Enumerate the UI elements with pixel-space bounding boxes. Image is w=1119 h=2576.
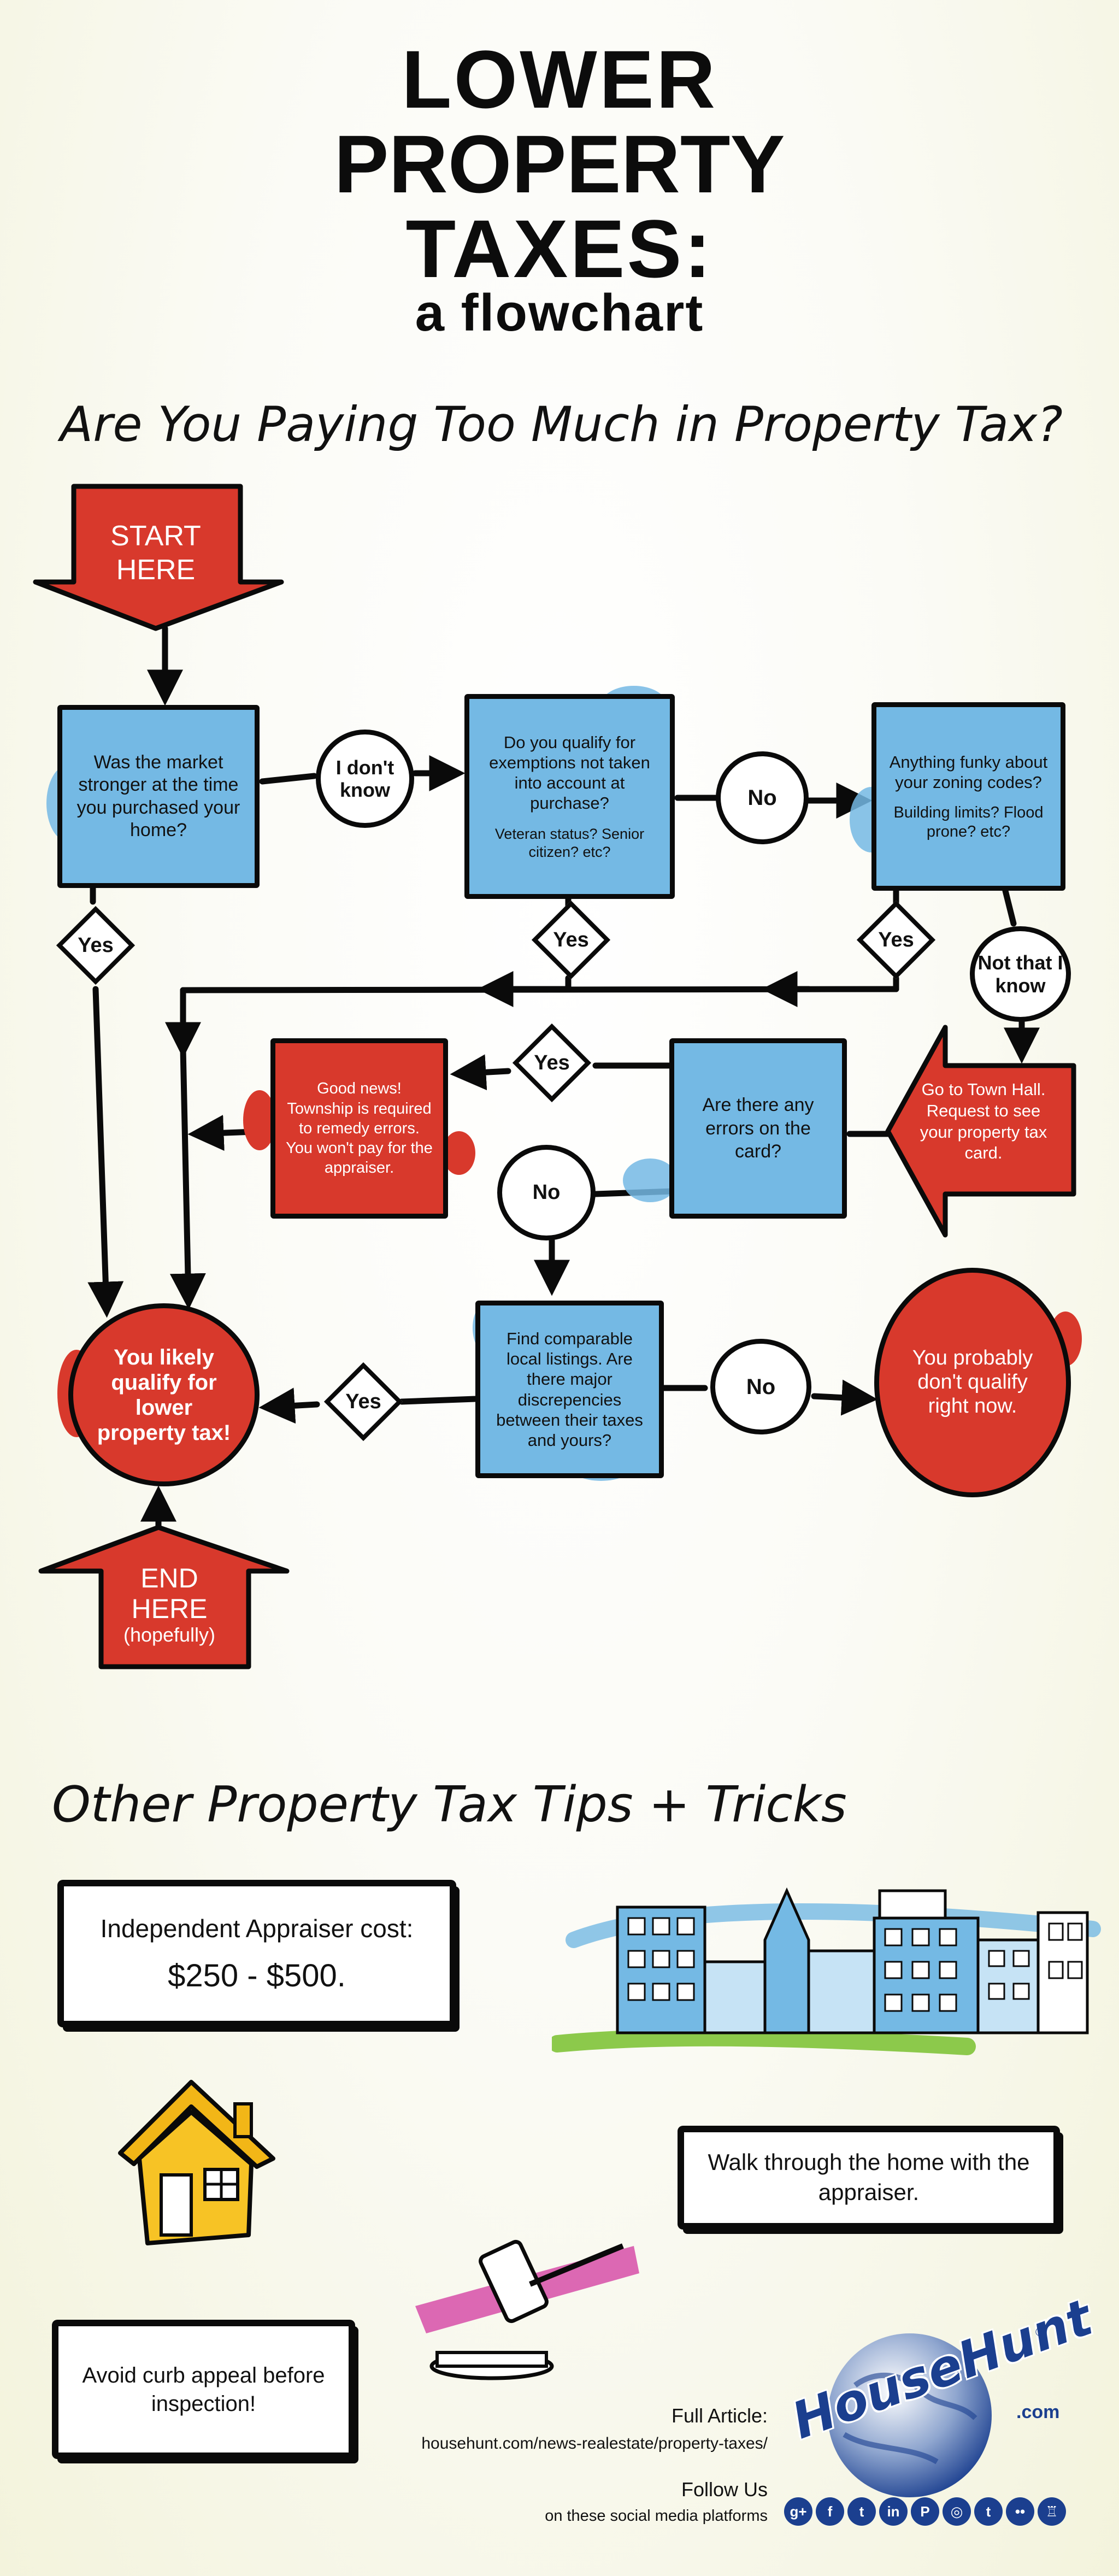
tip-curb-appeal: Avoid curb appeal before inspection! <box>52 2320 355 2459</box>
social-caption: on these social media platforms <box>545 2507 768 2525</box>
answer-no-exemptions: No <box>716 751 809 844</box>
flickr-icon[interactable]: •• <box>1006 2497 1034 2526</box>
end-label-line2: HERE <box>131 1593 208 1624</box>
outcome-likely-qualify: You likely qualify for lower property ta… <box>68 1303 260 1486</box>
end-arrow-shape <box>38 1525 290 1669</box>
answer-yes-comparable-text: Yes <box>345 1390 381 1413</box>
flowchart-heading: Are You Paying Too Much in Property Tax? <box>60 396 1063 452</box>
start-arrow-shape <box>33 484 284 631</box>
twitter-icon[interactable]: t <box>847 2497 876 2526</box>
registered-mark: ® <box>1035 2325 1045 2339</box>
question-errors-on-card: Are there any errors on the card? <box>669 1038 847 1219</box>
outcome-likely-qualify-text: You likely qualify for lower property ta… <box>97 1345 231 1445</box>
house-illustration <box>118 2080 275 2245</box>
answer-dont-know: I don't know <box>316 730 414 828</box>
town-hall-arrow-shape <box>885 1025 1076 1238</box>
title-line-1: LOWER <box>401 33 718 125</box>
outcome-good-news-text: Good news! Township is required to remed… <box>286 1080 433 1177</box>
linkedin-icon[interactable]: in <box>879 2497 908 2526</box>
answer-yes-market-text: Yes <box>78 933 114 957</box>
instagram-icon[interactable]: ◎ <box>943 2497 971 2526</box>
title-subtitle: a flowchart <box>415 284 704 342</box>
answer-yes-errors: Yes <box>512 1023 592 1103</box>
question-exemptions-note: Veteran status? Senior citizen? etc? <box>494 826 645 860</box>
follow-us-label: Follow Us <box>681 2478 768 2501</box>
househunt-globe-logo <box>828 2333 992 2497</box>
answer-no-comparable-text: No <box>746 1374 776 1399</box>
question-comparable-listings-text: Find comparable local listings. Are ther… <box>496 1328 643 1450</box>
full-article-url[interactable]: househunt.com/news-realestate/property-t… <box>421 2434 768 2453</box>
answer-no-comparable: No <box>710 1339 811 1434</box>
question-zoning-text: Anything funky about your zoning codes? <box>889 752 1048 792</box>
title-line-3: TAXES: <box>405 203 714 295</box>
foursquare-icon[interactable]: ♖ <box>1038 2497 1066 2526</box>
tip-appraiser-cost: Independent Appraiser cost: $250 - $500. <box>57 1880 456 2027</box>
tip-walk-through: Walk through the home with the appraiser… <box>678 2126 1060 2230</box>
tip-curb-appeal-text: Avoid curb appeal before inspection! <box>82 2363 325 2416</box>
facebook-icon[interactable]: f <box>816 2497 844 2526</box>
answer-yes-errors-text: Yes <box>534 1051 570 1074</box>
question-exemptions: Do you qualify for exemptions not taken … <box>464 694 675 899</box>
tip-appraiser-cost-label: Independent Appraiser cost: <box>100 1914 414 1943</box>
question-comparable-listings: Find comparable local listings. Are ther… <box>475 1301 664 1478</box>
answer-dont-know-text: I don't know <box>335 756 394 801</box>
question-market-stronger: Was the market stronger at the time you … <box>57 705 260 888</box>
outcome-probably-not: You probably don't qualify right now. <box>874 1268 1071 1497</box>
answer-no-exemptions-text: No <box>747 786 777 810</box>
end-label: END HERE (hopefully) <box>96 1563 243 1646</box>
answer-no-errors: No <box>497 1145 596 1240</box>
tip-walk-through-text: Walk through the home with the appraiser… <box>708 2149 1030 2205</box>
google-plus-icon[interactable]: g+ <box>784 2497 812 2526</box>
tip-appraiser-cost-value: $250 - $500. <box>168 1957 346 1993</box>
end-label-line1: END <box>140 1563 198 1593</box>
answer-no-errors-text: No <box>532 1180 561 1204</box>
question-market-stronger-text: Was the market stronger at the time you … <box>76 751 240 840</box>
answer-yes-market: Yes <box>56 905 136 985</box>
start-label: START HERE <box>74 519 238 587</box>
outcome-probably-not-text: You probably don't qualify right now. <box>912 1346 1033 1418</box>
question-zoning-note: Building limits? Flood prone? etc? <box>893 803 1044 840</box>
end-label-line3: (hopefully) <box>123 1624 216 1646</box>
city-buildings-illustration <box>552 1887 1101 2055</box>
social-icons-row: g+ f t in P ◎ t •• ♖ <box>784 2497 1066 2526</box>
start-label-line2: HERE <box>116 554 196 586</box>
question-zoning: Anything funky about your zoning codes? … <box>871 702 1065 891</box>
answer-yes-exemptions-text: Yes <box>553 928 589 951</box>
title-line-2: PROPERTY <box>334 118 785 210</box>
tips-heading: Other Property Tax Tips + Tricks <box>52 1776 847 1833</box>
tumblr-icon[interactable]: t <box>974 2497 1003 2526</box>
answer-yes-exemptions: Yes <box>531 900 611 980</box>
full-article-label: Full Article: <box>671 2404 768 2427</box>
answer-not-that-i-know-text: Not that I know <box>977 951 1063 997</box>
answer-not-that-i-know: Not that I know <box>970 926 1071 1022</box>
gavel-illustration <box>415 2239 639 2380</box>
brand-logo-suffix: .com <box>1016 2402 1060 2422</box>
answer-yes-zoning-text: Yes <box>878 928 914 951</box>
answer-yes-comparable: Yes <box>323 1362 403 1442</box>
outcome-good-news: Good news! Township is required to remed… <box>270 1038 448 1219</box>
question-exemptions-text: Do you qualify for exemptions not taken … <box>489 732 650 813</box>
answer-yes-zoning: Yes <box>856 900 936 980</box>
pinterest-icon[interactable]: P <box>911 2497 939 2526</box>
start-label-line1: START <box>110 520 201 552</box>
question-errors-on-card-text: Are there any errors on the card? <box>702 1095 814 1162</box>
town-hall-instruction: Go to Town Hall. Request to see your pro… <box>920 1080 1047 1163</box>
